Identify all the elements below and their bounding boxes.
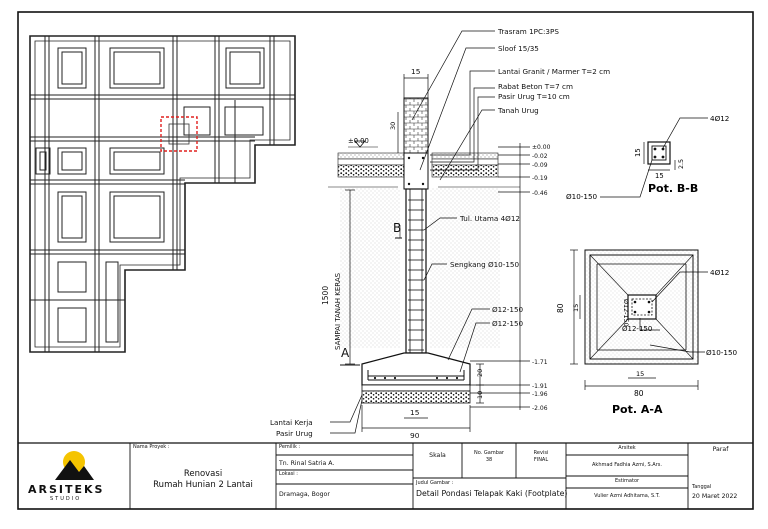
highlight-box (160, 116, 198, 152)
company-logo (55, 451, 94, 480)
project-name-1: Renovasi (183, 469, 223, 479)
dimension-lines (345, 74, 530, 432)
dim-top-width: 15 (411, 67, 421, 76)
project-name-2: Rumah Hunian 2 Lantai (153, 480, 253, 490)
bb-dim-w: 15 (655, 172, 664, 180)
location-value: Dramaga, Bogor (279, 491, 330, 498)
label-rabat: Rabat Beton T=7 cm (498, 82, 573, 91)
location-label: Lokasi : (279, 471, 298, 477)
level-values: ±0.00 -0.02 -0.09 -0.19 -0.46 -1.71 -1.9… (532, 144, 551, 412)
label-trasram: Trasram 1PC:3PS (497, 27, 559, 36)
aa-dim-inner-h: 15 (572, 304, 580, 312)
dim-30: 30 (389, 122, 397, 130)
level-6: -1.91 (532, 383, 548, 390)
level-3: -0.19 (532, 175, 548, 182)
dim-20: 20 (476, 369, 484, 377)
label-pasir-urug: Pasir Urug T=10 cm (498, 92, 570, 101)
sign-label: Paraf (712, 446, 729, 453)
bb-rebar: 4Ø12 (710, 114, 729, 123)
date-label: Tanggal (692, 484, 712, 490)
cut-label-a: A (341, 346, 350, 360)
architect-value: Akhmad Fadhia Azmi, S.Ars. (592, 462, 662, 468)
dim-bottom-col: 15 (410, 408, 420, 417)
bb-title: Pot. B-B (648, 182, 698, 195)
cut-label-b: B (393, 221, 401, 235)
label-vertical: SAMPAI TANAH KERAS (334, 272, 342, 350)
drawing-title-label: Judul Gambar : (416, 480, 454, 486)
revision-label: Revisi (533, 450, 549, 456)
scale-label: Skala (429, 452, 446, 459)
level-1: -0.02 (532, 153, 548, 160)
level-8: -2.06 (532, 405, 548, 412)
title-block-grid (129, 443, 689, 509)
bb-dim-h: 15 (634, 148, 642, 157)
leader-lines (330, 30, 495, 434)
level-5: -1.71 (532, 359, 548, 366)
level-2: -0.09 (532, 162, 548, 169)
owner-value: Tn. Rinal Satria A. (279, 460, 335, 467)
label-sengkang: Sengkang Ø10-150 (450, 260, 519, 269)
sheet-border (17, 11, 754, 510)
aa-dim-w: 80 (634, 389, 644, 398)
dim-10: 10 (476, 391, 484, 399)
level-7: -1.96 (532, 391, 548, 398)
dim-1500: 1500 (321, 286, 330, 305)
estimator-label: Estimator (614, 478, 640, 484)
aa-dim-inner-w: 15 (636, 370, 644, 378)
dim-footing-width: 90 (410, 431, 420, 440)
sheet-no: 38 (485, 457, 493, 463)
level-0: ±0.00 (532, 144, 551, 151)
label-lantai: Lantai Granit / Marmer T=2 cm (498, 67, 610, 76)
estimator-value: Vulier Azmi Adhitama, S.T. (594, 493, 660, 499)
aa-bar2: Ø12-150 (622, 299, 630, 327)
aa-stirrup: Ø10-150 (706, 348, 738, 357)
architect-label: Arsitek (618, 445, 636, 451)
logo-sub: STUDIO (50, 496, 82, 502)
sheet-no-label: No. Gambar (474, 450, 504, 456)
label-pasir-urug-bawah: Pasir Urug (276, 429, 313, 438)
level-4: -0.46 (532, 190, 548, 197)
project-label: Nama Proyek : (133, 444, 170, 450)
label-tanah-urug: Tanah Urug (497, 106, 539, 115)
label-tul-1: Ø12-150 (492, 305, 524, 314)
label-level-zero: ±0.00 (348, 137, 369, 145)
logo-name: ARSITEKS (28, 483, 105, 496)
drawing-title: Detail Pondasi Telapak Kaki (Footplate) (416, 489, 568, 498)
foundation-plan (29, 35, 296, 353)
aa-dim-h: 80 (556, 303, 565, 313)
aa-rebar: 4Ø12 (710, 268, 729, 277)
label-lantai-kerja: Lantai Kerja (270, 418, 313, 427)
label-tul-utama: Tul. Utama 4Ø12 (459, 214, 520, 223)
date-value: 20 Maret 2022 (692, 493, 738, 500)
bb-stirrup: Ø10-150 (566, 192, 598, 201)
section-bb: 4Ø12 Ø10-150 15 15 2.5 Pot. B-B (566, 114, 729, 201)
section-aa: 4Ø12 Ø12-150 Ø12-150 Ø10-150 80 80 15 15… (556, 249, 738, 416)
aa-bar1: Ø12-150 (622, 325, 652, 333)
bb-dim-c: 2.5 (678, 159, 685, 169)
label-sloof: Sloof 15/35 (498, 44, 539, 53)
aa-title: Pot. A-A (612, 403, 663, 416)
label-tul-2: Ø12-150 (492, 319, 524, 328)
revision: FINAL (533, 457, 549, 463)
owner-label: Pemilik : (279, 444, 301, 450)
